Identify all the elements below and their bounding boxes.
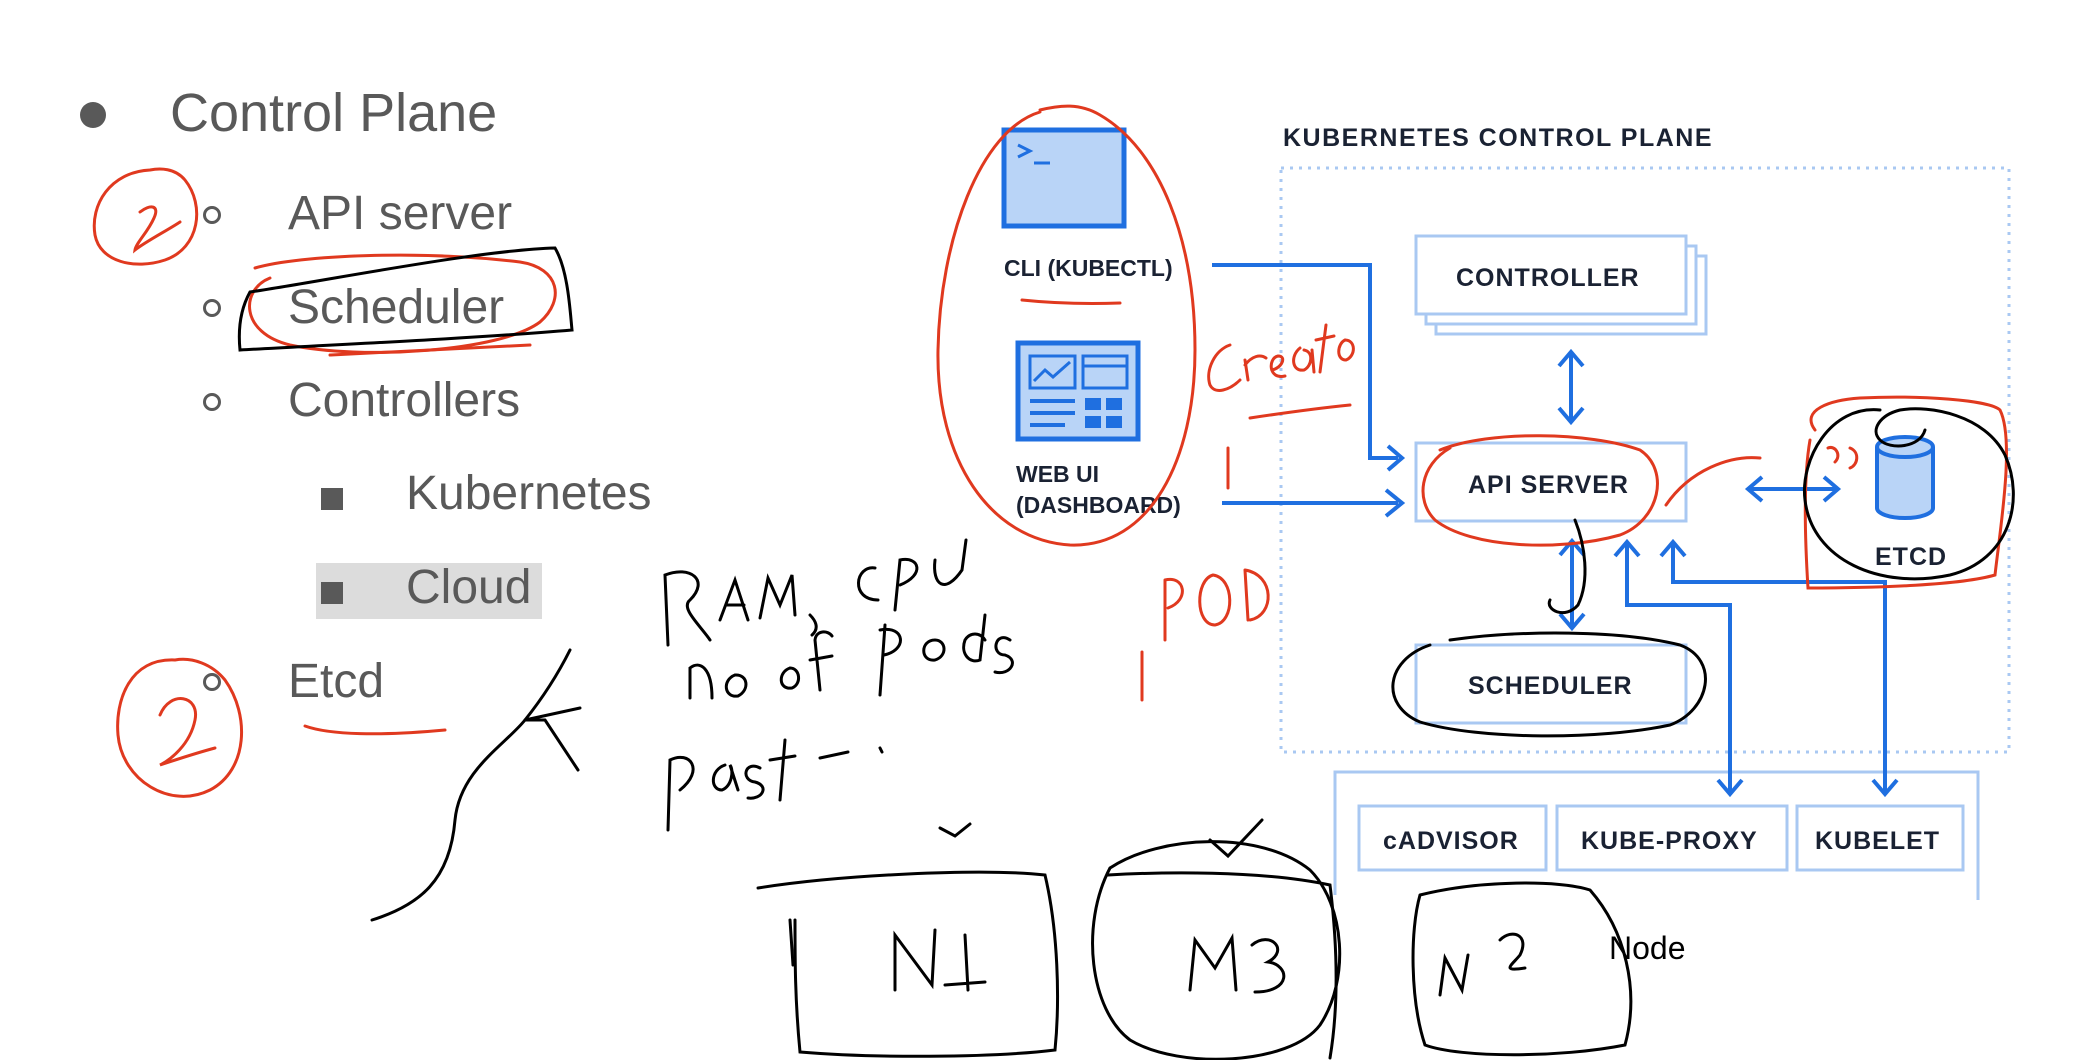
database-icon (1875, 435, 1935, 520)
control-plane-border (1279, 166, 2011, 754)
kube-proxy-label: KUBE-PROXY (1581, 827, 1758, 855)
bullet-ring (203, 299, 221, 317)
bullet-disc (80, 102, 106, 128)
outline-kubernetes: Kubernetes (406, 467, 652, 520)
api-server-box (1414, 441, 1688, 523)
scheduler-label: SCHEDULER (1468, 672, 1633, 700)
kube-proxy-box (1555, 804, 1789, 872)
bullet-ring (203, 393, 221, 411)
cadvisor-box (1357, 804, 1548, 872)
outline-cloud: Cloud (406, 561, 532, 614)
scheduler-box (1414, 643, 1688, 725)
outline-controllers: Controllers (288, 374, 521, 427)
node-group-border (1333, 770, 1980, 900)
cli-label: CLI (KUBECTL) (1004, 255, 1173, 281)
diagram-title: KUBERNETES CONTROL PLANE (1283, 124, 1713, 152)
outline-etcd: Etcd (288, 655, 385, 708)
outline-control-plane: Control Plane (170, 83, 498, 143)
web-ui-label: WEB UI (1016, 461, 1099, 487)
outline-scheduler: Scheduler (288, 281, 505, 334)
kubelet-label: KUBELET (1815, 827, 1940, 855)
node-label: Node (1609, 930, 1686, 966)
controller-label: CONTROLLER (1456, 264, 1640, 292)
bullet-ring (203, 206, 221, 224)
cadvisor-label: cADVISOR (1383, 827, 1519, 855)
controller-box (1414, 234, 1688, 316)
terminal-icon (1001, 127, 1127, 229)
bullet-square (321, 582, 343, 604)
bullet-ring (203, 673, 221, 691)
oval-clients (936, 104, 1197, 547)
kubelet-box (1795, 804, 1965, 872)
web-ui-label-2: (DASHBOARD) (1016, 492, 1181, 518)
circle-one (92, 167, 199, 266)
text-highlight (316, 563, 542, 619)
circle-two (116, 657, 244, 798)
dashboard-icon (1015, 340, 1141, 442)
bullet-square (321, 488, 343, 510)
black-annotations (237, 246, 2015, 1060)
etcd-label: ETCD (1875, 543, 1947, 571)
outline-api-server: API server (288, 187, 513, 240)
api-server-label: API SERVER (1468, 471, 1629, 499)
connectors (1212, 263, 1899, 798)
red-annotations (92, 104, 2008, 798)
